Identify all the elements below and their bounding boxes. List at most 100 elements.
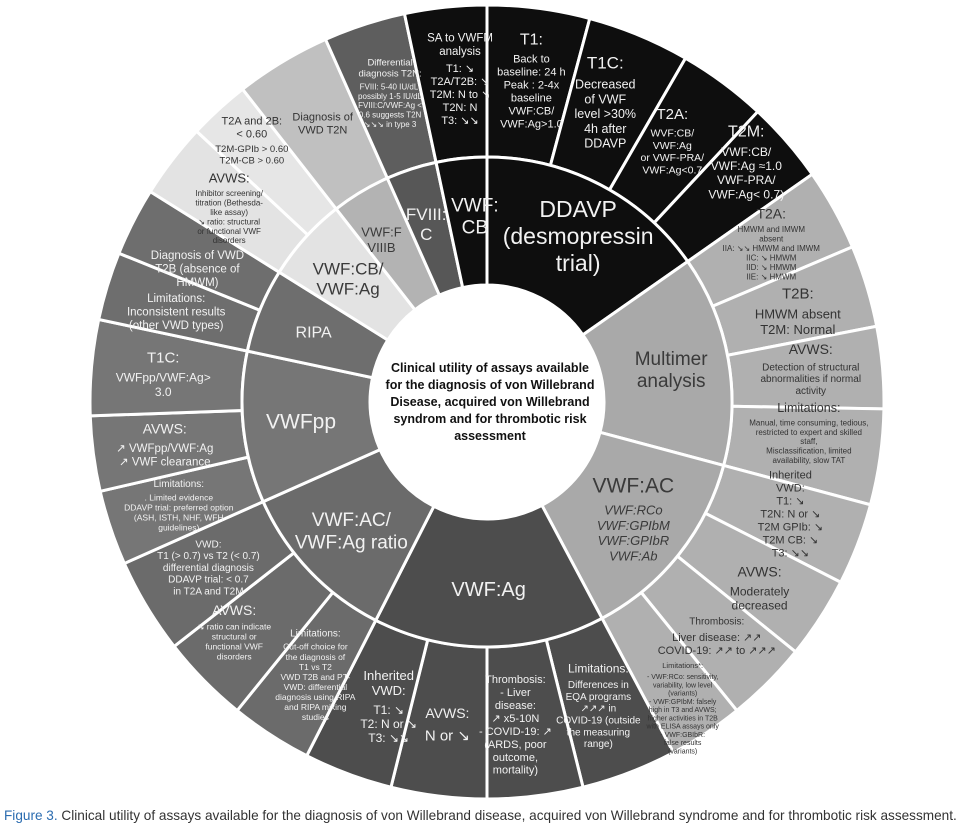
- outer-segment-text: studies: [302, 712, 329, 722]
- outer-segment-text: T2B (absence of: [155, 263, 240, 275]
- outer-segment-text: T2: N or ↘: [360, 717, 417, 731]
- outer-segment-text: - VWF:GBIbR:: [660, 732, 705, 739]
- outer-segment-text: absent: [759, 235, 784, 244]
- outer-segment-text: T2M: Normal: [760, 322, 835, 337]
- outer-segment-text: T1: ↘: [776, 496, 804, 508]
- outer-segment-text: 0.6 suggests T2N: [359, 111, 422, 120]
- outer-segment-text: T2N: N or ↘: [760, 509, 820, 521]
- outer-segment-title: AVWS:: [738, 564, 782, 580]
- outer-segment-text: Back to: [513, 53, 550, 65]
- outer-segment-text: baseline: [511, 92, 552, 104]
- inner-segment-label: VWF:AC/VWF:Ag ratio: [295, 510, 408, 553]
- outer-segment-label: Limitations*:- VWF:RCo: sensitivity,vari…: [645, 661, 719, 755]
- outer-segment-text: VWF:Ag ≈1.0: [711, 159, 783, 173]
- inner-segment-title: RIPA: [296, 324, 332, 341]
- inner-segment-label: VWF:Ag: [451, 579, 525, 601]
- outer-segment-text: VWF:CB/: [508, 105, 555, 117]
- outer-segment-text: mortality): [493, 765, 538, 777]
- outer-segment-title: Thrombosis:: [689, 617, 744, 628]
- outer-segment-text: HMWM): [176, 277, 218, 289]
- outer-segment-text: T2M GPIb: ↘: [758, 522, 823, 534]
- outer-segment-text: guidelines): [158, 522, 199, 532]
- center-title: Clinical utility of assays availablefor …: [386, 361, 595, 443]
- outer-segment-text: (ARDS, poor: [484, 739, 547, 751]
- outer-segment-label: T1C:VWFpp/VWF:Ag>3.0: [116, 350, 211, 399]
- outer-segment-text: T2M: N to ↘: [430, 89, 491, 101]
- outer-segment-label: Limitations:Manual, time consuming, tedi…: [749, 401, 868, 465]
- inner-segment-label: FVIII:C: [406, 205, 447, 244]
- inner-segment-title: VIIIB: [367, 240, 395, 255]
- outer-segment-text: T2M-GPIb > 0.60: [215, 144, 288, 155]
- outer-segment-text: T2M CB: ↘: [763, 535, 819, 547]
- outer-segment-title: AVWS:: [789, 341, 833, 357]
- outer-segment-text: COVID-19: ↗↗ to ↗↗↗: [658, 645, 776, 657]
- inner-segment-title: VWF:CB/: [313, 259, 384, 278]
- outer-segment-text: restricted to expert and skilled: [756, 428, 862, 437]
- outer-segment-text: T1: ↘: [446, 63, 474, 75]
- outer-segment-title: Differential: [367, 58, 412, 69]
- outer-segment-title: T1C:: [587, 53, 624, 72]
- outer-segment-text: ↗ VWF clearance: [119, 456, 210, 468]
- outer-segment-title: Thrombosis:: [485, 674, 546, 686]
- outer-segment-title: VWD:: [372, 683, 406, 698]
- outer-segment-text: (other VWD types): [129, 320, 224, 332]
- outer-segment-text: ↗ VWFpp/VWF:Ag: [116, 443, 213, 455]
- outer-segment-text: availability, slow TAT: [772, 456, 845, 465]
- outer-segment-text: IIE: ↘ HMWM: [746, 272, 796, 281]
- outer-segment-title: VWD:: [776, 483, 805, 495]
- outer-segment-text: - VWF:RCo: sensitivity,: [647, 674, 718, 681]
- outer-segment-text: titration (Bethesda-: [195, 198, 263, 207]
- outer-segment-text: - Liver: [500, 687, 531, 699]
- outer-segment-text: T3: ↘↘: [441, 115, 478, 127]
- outer-segment-text: like assay): [210, 208, 248, 217]
- outer-segment-text: IID: ↘ HMWM: [746, 263, 797, 272]
- outer-segment-text: range): [584, 739, 613, 750]
- inner-segment-text: VWF:GPIbM: [597, 518, 670, 533]
- outer-segment-text: differential diagnosis: [163, 563, 254, 574]
- outer-segment-text: (ASH, ISTH, NHF, WFH: [134, 512, 224, 522]
- outer-segment-title: AVWS:: [209, 171, 250, 186]
- outer-segment-text: VWD T2N: [298, 125, 347, 137]
- outer-segment-text: activity: [795, 386, 826, 397]
- outer-segment-text: (variants): [668, 691, 697, 698]
- outer-segment-label: AVWS:Detection of structuralabnormalitie…: [760, 341, 861, 397]
- outer-segment-title: Limitations:: [154, 479, 205, 490]
- inner-segment-label: VWF:CB/VWF:Ag: [313, 259, 384, 298]
- outer-segment-text: Detection of structural: [762, 362, 859, 373]
- outer-segment-title: AVWS:: [212, 602, 256, 618]
- outer-segment-text: ↘↘↘ in type 3: [364, 120, 417, 129]
- inner-segment-title: VWF:Ag: [451, 579, 525, 601]
- outer-segment-label: Thrombosis:Liver disease: ↗↗COVID-19: ↗↗…: [658, 617, 776, 658]
- inner-segment-label: VWFpp: [266, 411, 336, 434]
- outer-segment-text: in T2A and T2M: [173, 586, 243, 597]
- outer-segment-text: of VWF: [584, 92, 626, 106]
- outer-segment-title: T2M:: [728, 124, 764, 141]
- outer-segment-text: T2N: N: [443, 102, 478, 114]
- outer-segment-text: Misclassification, limited: [766, 447, 851, 456]
- outer-segment-text: WVF:CB/: [650, 127, 694, 139]
- outer-segment-text: or functional VWF: [197, 227, 261, 236]
- outer-segment-text: Differences in: [568, 680, 629, 691]
- outer-segment-text: COVID-19 (outside: [556, 716, 641, 727]
- center-title-line: assessment: [454, 429, 526, 443]
- outer-segment-text: functional VWF: [205, 641, 263, 651]
- outer-segment-label: VWD:T1 (> 0.7) vs T2 (< 0.7)differential…: [157, 539, 260, 597]
- outer-segment-text: T1 vs T2: [299, 662, 332, 672]
- outer-segment-text: the measuring: [567, 727, 630, 738]
- inner-segment-title: analysis: [637, 371, 706, 392]
- outer-segment-text: outcome,: [493, 752, 538, 764]
- inner-segment-label: RIPA: [296, 324, 332, 341]
- inner-segment-text: VWF:Ab: [609, 549, 657, 564]
- outer-segment-text: VWF-PRA/: [717, 173, 776, 187]
- outer-segment-text: T2M-CB > 0.60: [219, 155, 284, 166]
- center-disc: [370, 285, 604, 519]
